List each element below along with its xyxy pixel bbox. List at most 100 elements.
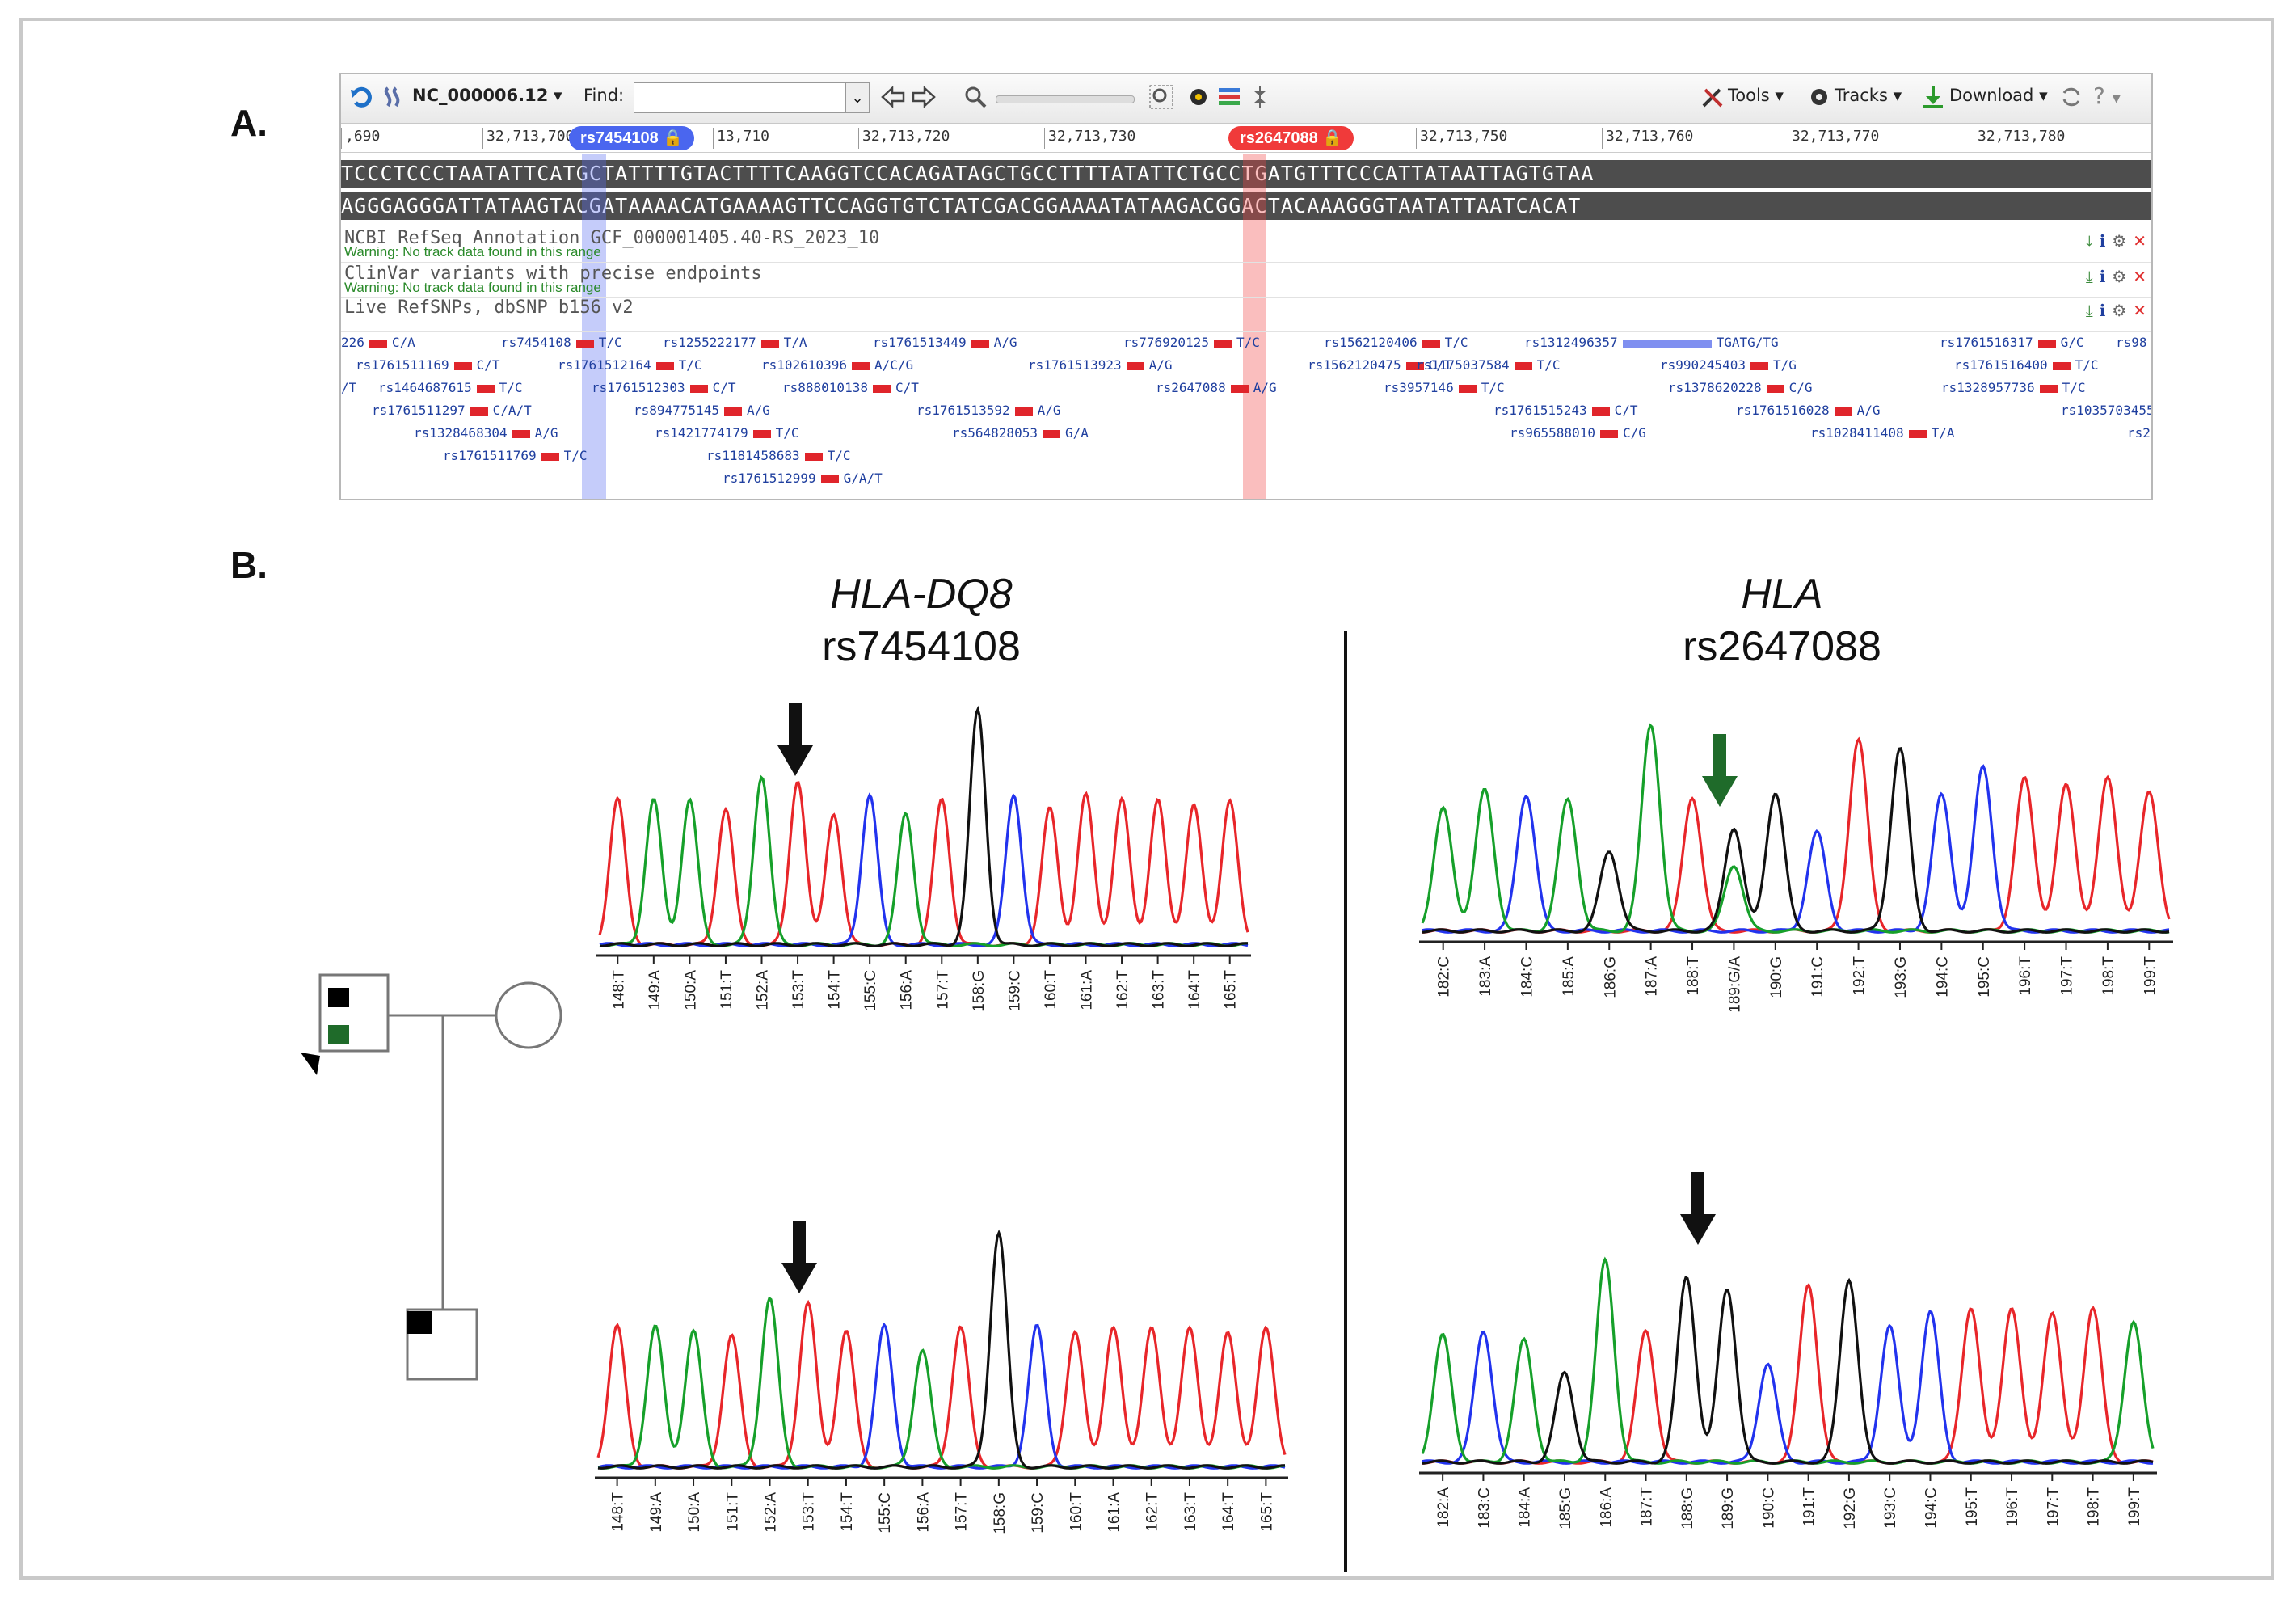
base-position-label: 184:C bbox=[1519, 956, 1536, 998]
snp-allele: A/G bbox=[746, 403, 770, 418]
link-icon[interactable] bbox=[380, 85, 404, 109]
find-dropdown-button[interactable]: ⌄ bbox=[845, 82, 870, 113]
download-menu[interactable]: Download ▾ bbox=[1949, 86, 2048, 105]
track-settings-icon[interactable]: ⚙ bbox=[2112, 302, 2127, 320]
track-title[interactable]: Live RefSNPs, dbSNP b156 v2 bbox=[344, 297, 634, 318]
snp-id: rs1028411408 bbox=[1810, 425, 1904, 441]
help-menu[interactable]: ? ▾ bbox=[2093, 82, 2121, 109]
info-icon[interactable]: ℹ bbox=[2099, 268, 2106, 286]
base-position-label: 156:A bbox=[899, 970, 916, 1010]
track-title[interactable]: NCBI RefSeq Annotation GCF_000001405.40-… bbox=[344, 228, 880, 248]
snp-glyph bbox=[1422, 339, 1440, 348]
download-track-icon[interactable]: ⤓ bbox=[2085, 233, 2093, 251]
base-position-label: 189:G/A bbox=[1726, 956, 1743, 1013]
info-icon[interactable]: ℹ bbox=[2099, 233, 2106, 251]
snp-glyph bbox=[2037, 339, 2056, 348]
snp-feature[interactable]: /T bbox=[341, 380, 356, 395]
tools-menu[interactable]: Tools ▾ bbox=[1728, 86, 1784, 105]
close-icon[interactable]: ✕ bbox=[2133, 233, 2146, 251]
download-track-icon[interactable]: ⤓ bbox=[2085, 268, 2093, 286]
accession-selector[interactable]: NC_000006.12 ▾ bbox=[412, 86, 562, 105]
base-position-label: 155:C bbox=[877, 1492, 894, 1534]
zoom-slider[interactable] bbox=[996, 95, 1135, 103]
base-position-label: 158:G bbox=[971, 970, 988, 1012]
tools-icon[interactable] bbox=[1700, 85, 1725, 109]
back-icon[interactable] bbox=[349, 85, 373, 109]
info-icon[interactable]: ℹ bbox=[2099, 302, 2106, 320]
marker-rs7454108[interactable]: rs7454108 🔒 bbox=[569, 126, 695, 150]
track-settings-icon[interactable]: ⚙ bbox=[2112, 268, 2127, 286]
mother-circle bbox=[495, 981, 562, 1049]
snp-allele: T/C bbox=[598, 335, 622, 350]
tracks-menu[interactable]: Tracks ▾ bbox=[1835, 86, 1902, 105]
snp-feature[interactable]: rs1035703455 bbox=[2061, 403, 2151, 418]
snp-glyph bbox=[476, 384, 495, 393]
snp-allele: T/C bbox=[775, 425, 799, 441]
color-tracks-icon[interactable] bbox=[1217, 85, 1241, 109]
download-track-icon[interactable]: ⤓ bbox=[2085, 302, 2093, 320]
zoom-to-selection-icon[interactable] bbox=[1149, 85, 1173, 109]
refresh-icon[interactable] bbox=[2059, 85, 2083, 109]
snp-feature[interactable]: rs98 bbox=[2116, 335, 2147, 350]
track-settings-icon[interactable]: ⚙ bbox=[2112, 233, 2127, 251]
trace-C bbox=[1422, 1309, 2154, 1465]
find-input[interactable] bbox=[634, 82, 845, 113]
base-position-label: 186:G bbox=[1602, 956, 1619, 998]
base-position-label: 155:C bbox=[862, 970, 879, 1011]
align-icon[interactable] bbox=[1248, 85, 1272, 109]
snp-feature[interactable]: rs2647 bbox=[2127, 425, 2151, 441]
base-position-label: 157:T bbox=[934, 970, 951, 1010]
next-arrow-icon[interactable] bbox=[912, 85, 936, 109]
download-icon[interactable] bbox=[1921, 85, 1945, 109]
marker-rs2647088[interactable]: rs2647088 🔒 bbox=[1228, 126, 1354, 150]
snp-allele: T/C bbox=[1536, 357, 1561, 373]
base-position-label: 159:C bbox=[1030, 1492, 1047, 1534]
base-position-label: 186:A bbox=[1598, 1487, 1615, 1528]
track-title[interactable]: ClinVar variants with precise endpoints bbox=[344, 264, 762, 284]
previous-arrow-icon[interactable] bbox=[881, 85, 905, 109]
marker-icon[interactable] bbox=[1186, 85, 1211, 109]
snp-id: rs98 bbox=[2116, 335, 2147, 350]
close-icon[interactable]: ✕ bbox=[2133, 302, 2146, 320]
gear-icon[interactable] bbox=[1807, 85, 1831, 109]
zoom-in-icon[interactable] bbox=[963, 85, 988, 109]
close-icon[interactable]: ✕ bbox=[2133, 268, 2146, 286]
